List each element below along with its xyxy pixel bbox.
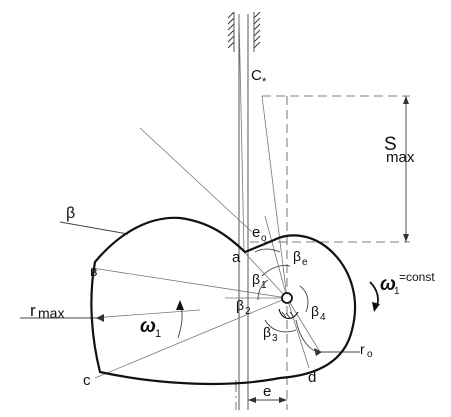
- radial-lines: [91, 13, 321, 379]
- label-beta1-sub: 1: [261, 280, 267, 291]
- label-b: в: [90, 263, 97, 279]
- label-omega1: ω: [140, 316, 156, 337]
- label-e-o: e: [252, 224, 260, 241]
- label-beta3: β: [263, 324, 271, 340]
- label-beta4: β: [311, 303, 319, 319]
- label-omega1-right: ω: [380, 274, 396, 295]
- cam-profile: [90, 216, 357, 386]
- label-ro-sub: o: [367, 349, 373, 360]
- label-const: =const: [399, 270, 435, 284]
- label-beta4-sub: 4: [320, 312, 326, 323]
- label-beta2-sub: 2: [245, 306, 251, 317]
- label-r-max-sub: max: [38, 305, 64, 321]
- label-d: d: [308, 369, 316, 386]
- smax-dimension: [250, 95, 410, 243]
- label-omega1-sub: 1: [155, 328, 161, 340]
- label-beta-e: β: [293, 248, 301, 264]
- label-e-bottom: e: [263, 383, 271, 400]
- e-dimension: [248, 397, 287, 403]
- label-c-star: C: [251, 67, 262, 84]
- leader-lines: [20, 221, 360, 356]
- angle-arcs: [254, 248, 309, 333]
- cam-pivot: [278, 292, 299, 319]
- label-s: S: [384, 134, 397, 155]
- label-beta: β: [66, 205, 75, 222]
- label-beta2: β: [236, 297, 244, 313]
- label-beta-e-sub: e: [302, 257, 308, 268]
- label-e-o-sub: o: [261, 233, 267, 244]
- label-ro: r: [360, 341, 365, 357]
- label-r-max: r: [30, 301, 36, 320]
- label-c: c: [83, 372, 91, 389]
- label-beta1: β: [252, 271, 260, 287]
- label-a: a: [232, 249, 241, 266]
- label-c-star-mark: *: [262, 76, 267, 88]
- guide-hatching: [227, 11, 261, 52]
- label-omega1-right-sub: 1: [394, 286, 400, 297]
- label-beta3-sub: 3: [272, 333, 278, 344]
- label-smax-sub: max: [386, 149, 415, 166]
- base-circle-arc: [295, 319, 319, 353]
- omega-arrows: [176, 281, 380, 339]
